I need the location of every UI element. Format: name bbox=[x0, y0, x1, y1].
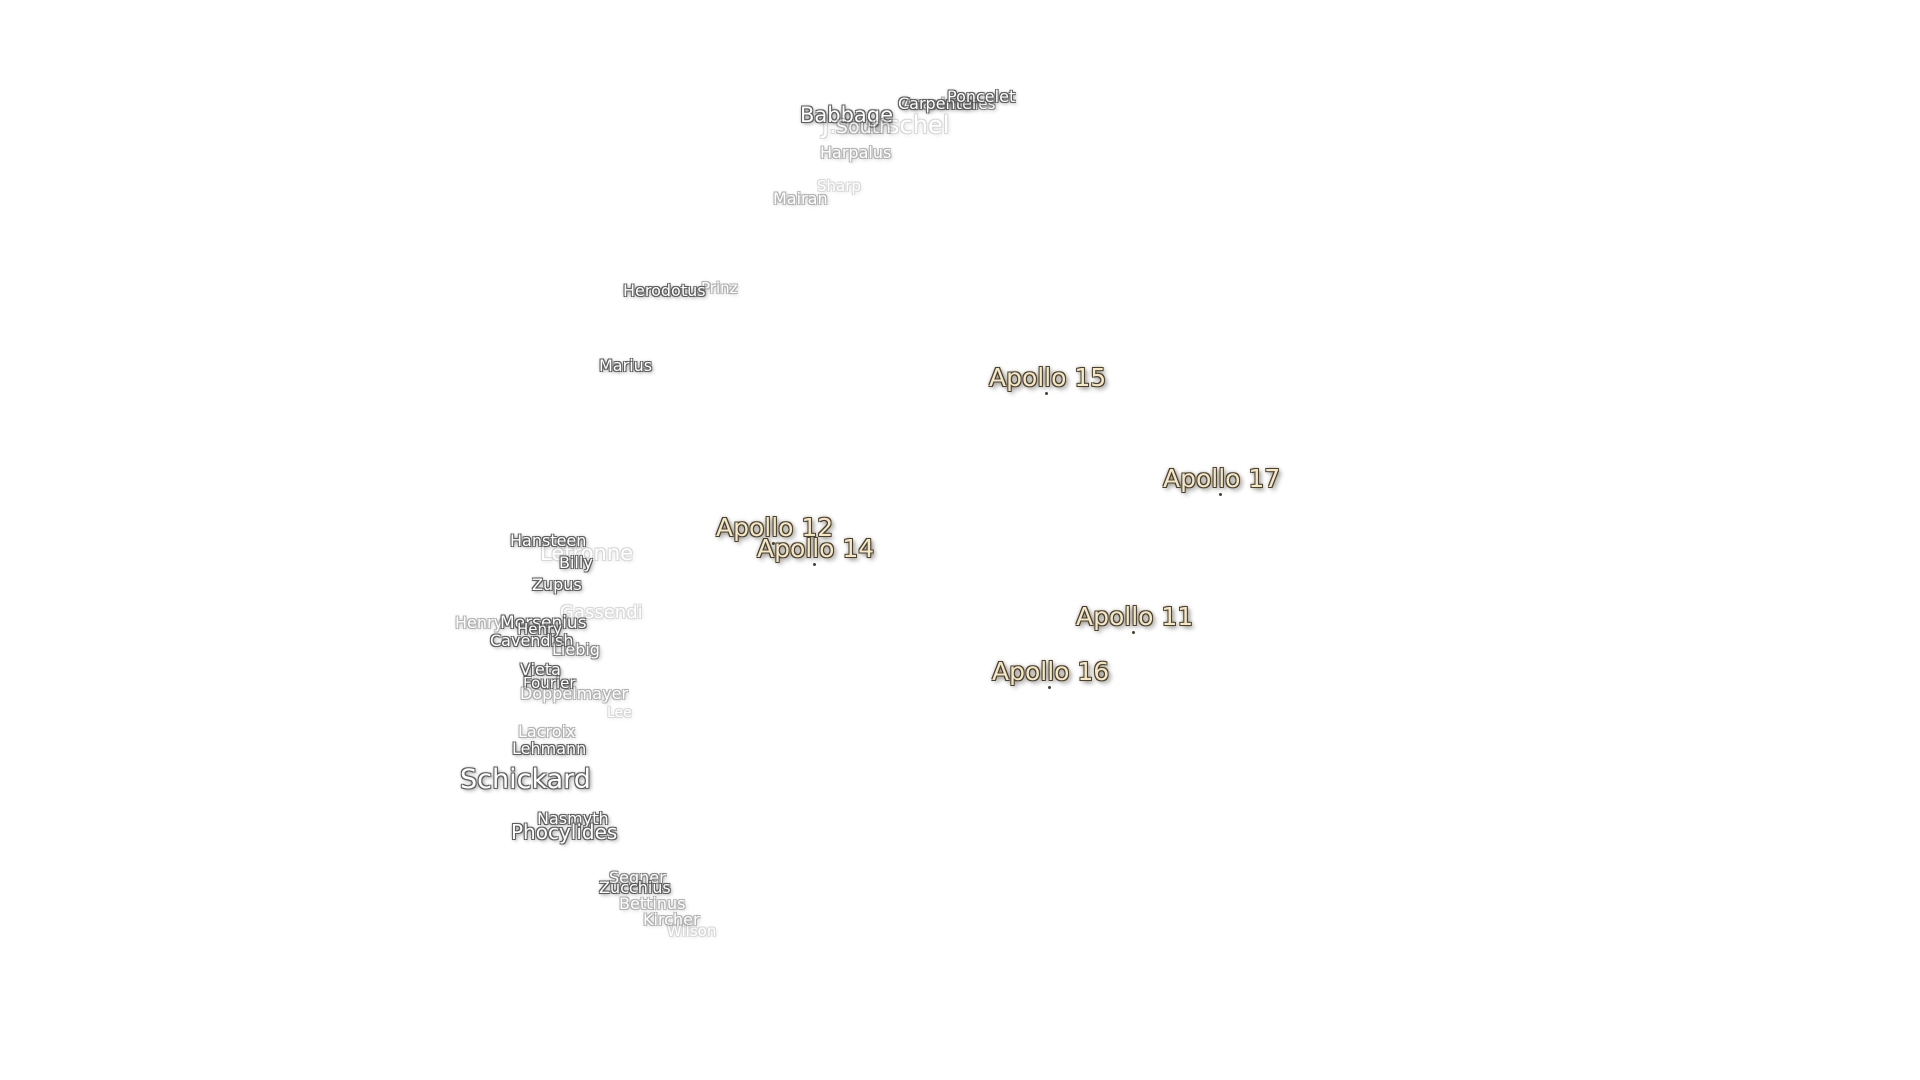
crater-label-carpenter[interactable]: Carpenter bbox=[898, 94, 979, 113]
crater-label-wilson[interactable]: Wilson bbox=[667, 922, 717, 940]
apollo-14-marker[interactable] bbox=[813, 563, 816, 566]
crater-label-sharp[interactable]: Sharp bbox=[817, 177, 861, 195]
apollo-site-label-11[interactable]: Apollo 11 bbox=[1076, 602, 1194, 631]
apollo-site-label-14[interactable]: Apollo 14 bbox=[757, 534, 875, 563]
crater-label-marius[interactable]: Marius bbox=[599, 356, 653, 375]
crater-label-segner[interactable]: Segner bbox=[609, 868, 666, 887]
crater-label-harpalus[interactable]: Harpalus bbox=[820, 143, 892, 162]
crater-label-phocylides[interactable]: Phocylides bbox=[511, 820, 618, 844]
crater-label-bettinus[interactable]: Bettinus bbox=[619, 894, 686, 913]
apollo-site-label-12[interactable]: Apollo 12 bbox=[716, 513, 834, 542]
crater-label-letronne[interactable]: Letronne bbox=[540, 541, 634, 565]
crater-label-prinz[interactable]: Prinz bbox=[701, 279, 738, 297]
crater-label-zupus[interactable]: Zupus bbox=[532, 575, 582, 594]
crater-label-lee[interactable]: Lee bbox=[607, 705, 632, 721]
apollo-12-marker[interactable] bbox=[772, 542, 775, 545]
crater-label-liebig[interactable]: Liebig bbox=[552, 640, 600, 659]
apollo-11-marker[interactable] bbox=[1132, 631, 1135, 634]
crater-label-fourier[interactable]: Fourier bbox=[523, 674, 576, 692]
crater-label-hansteen[interactable]: Hansteen bbox=[510, 531, 587, 550]
crater-label-gassendi[interactable]: Gassendi bbox=[560, 602, 643, 623]
crater-label-j-herschel[interactable]: J. Herschel bbox=[822, 111, 950, 139]
crater-label-billy[interactable]: Billy bbox=[559, 553, 593, 572]
crater-label-doppelmayer[interactable]: Doppelmayer bbox=[520, 684, 628, 703]
apollo-16-marker[interactable] bbox=[1048, 686, 1051, 689]
crater-label-herodotus[interactable]: Herodotus bbox=[623, 281, 706, 300]
crater-label-mairan[interactable]: Mairan bbox=[773, 189, 828, 208]
crater-label-babbage[interactable]: Babbage bbox=[800, 103, 894, 127]
crater-label-henry-freres[interactable]: Henry bbox=[455, 613, 504, 632]
crater-label-nasmyth[interactable]: Nasmyth bbox=[537, 809, 609, 828]
apollo-15-marker[interactable] bbox=[1045, 392, 1048, 395]
crater-label-anaximenes[interactable]: Anaximenes bbox=[903, 95, 996, 113]
crater-label-mersenius[interactable]: Mersenius bbox=[500, 613, 587, 633]
apollo-site-label-15[interactable]: Apollo 15 bbox=[989, 363, 1107, 392]
crater-label-cavendish[interactable]: Cavendish bbox=[490, 631, 574, 650]
apollo-site-label-16[interactable]: Apollo 16 bbox=[992, 657, 1110, 686]
crater-label-zucchius[interactable]: Zucchius bbox=[599, 878, 671, 897]
apollo-site-label-17[interactable]: Apollo 17 bbox=[1163, 464, 1281, 493]
crater-label-schickard[interactable]: Schickard bbox=[460, 764, 591, 795]
crater-label-lacroix[interactable]: Lacroix bbox=[518, 722, 576, 741]
apollo-17-marker[interactable] bbox=[1219, 493, 1222, 496]
crater-label-south[interactable]: South bbox=[836, 116, 892, 138]
crater-label-kircher[interactable]: Kircher bbox=[643, 910, 700, 929]
crater-label-henry[interactable]: Henry bbox=[517, 620, 563, 638]
crater-label-vieta[interactable]: Vieta bbox=[520, 660, 561, 679]
crater-label-lehmann[interactable]: Lehmann bbox=[512, 739, 587, 758]
crater-label-poncelet[interactable]: Poncelet bbox=[947, 87, 1016, 106]
